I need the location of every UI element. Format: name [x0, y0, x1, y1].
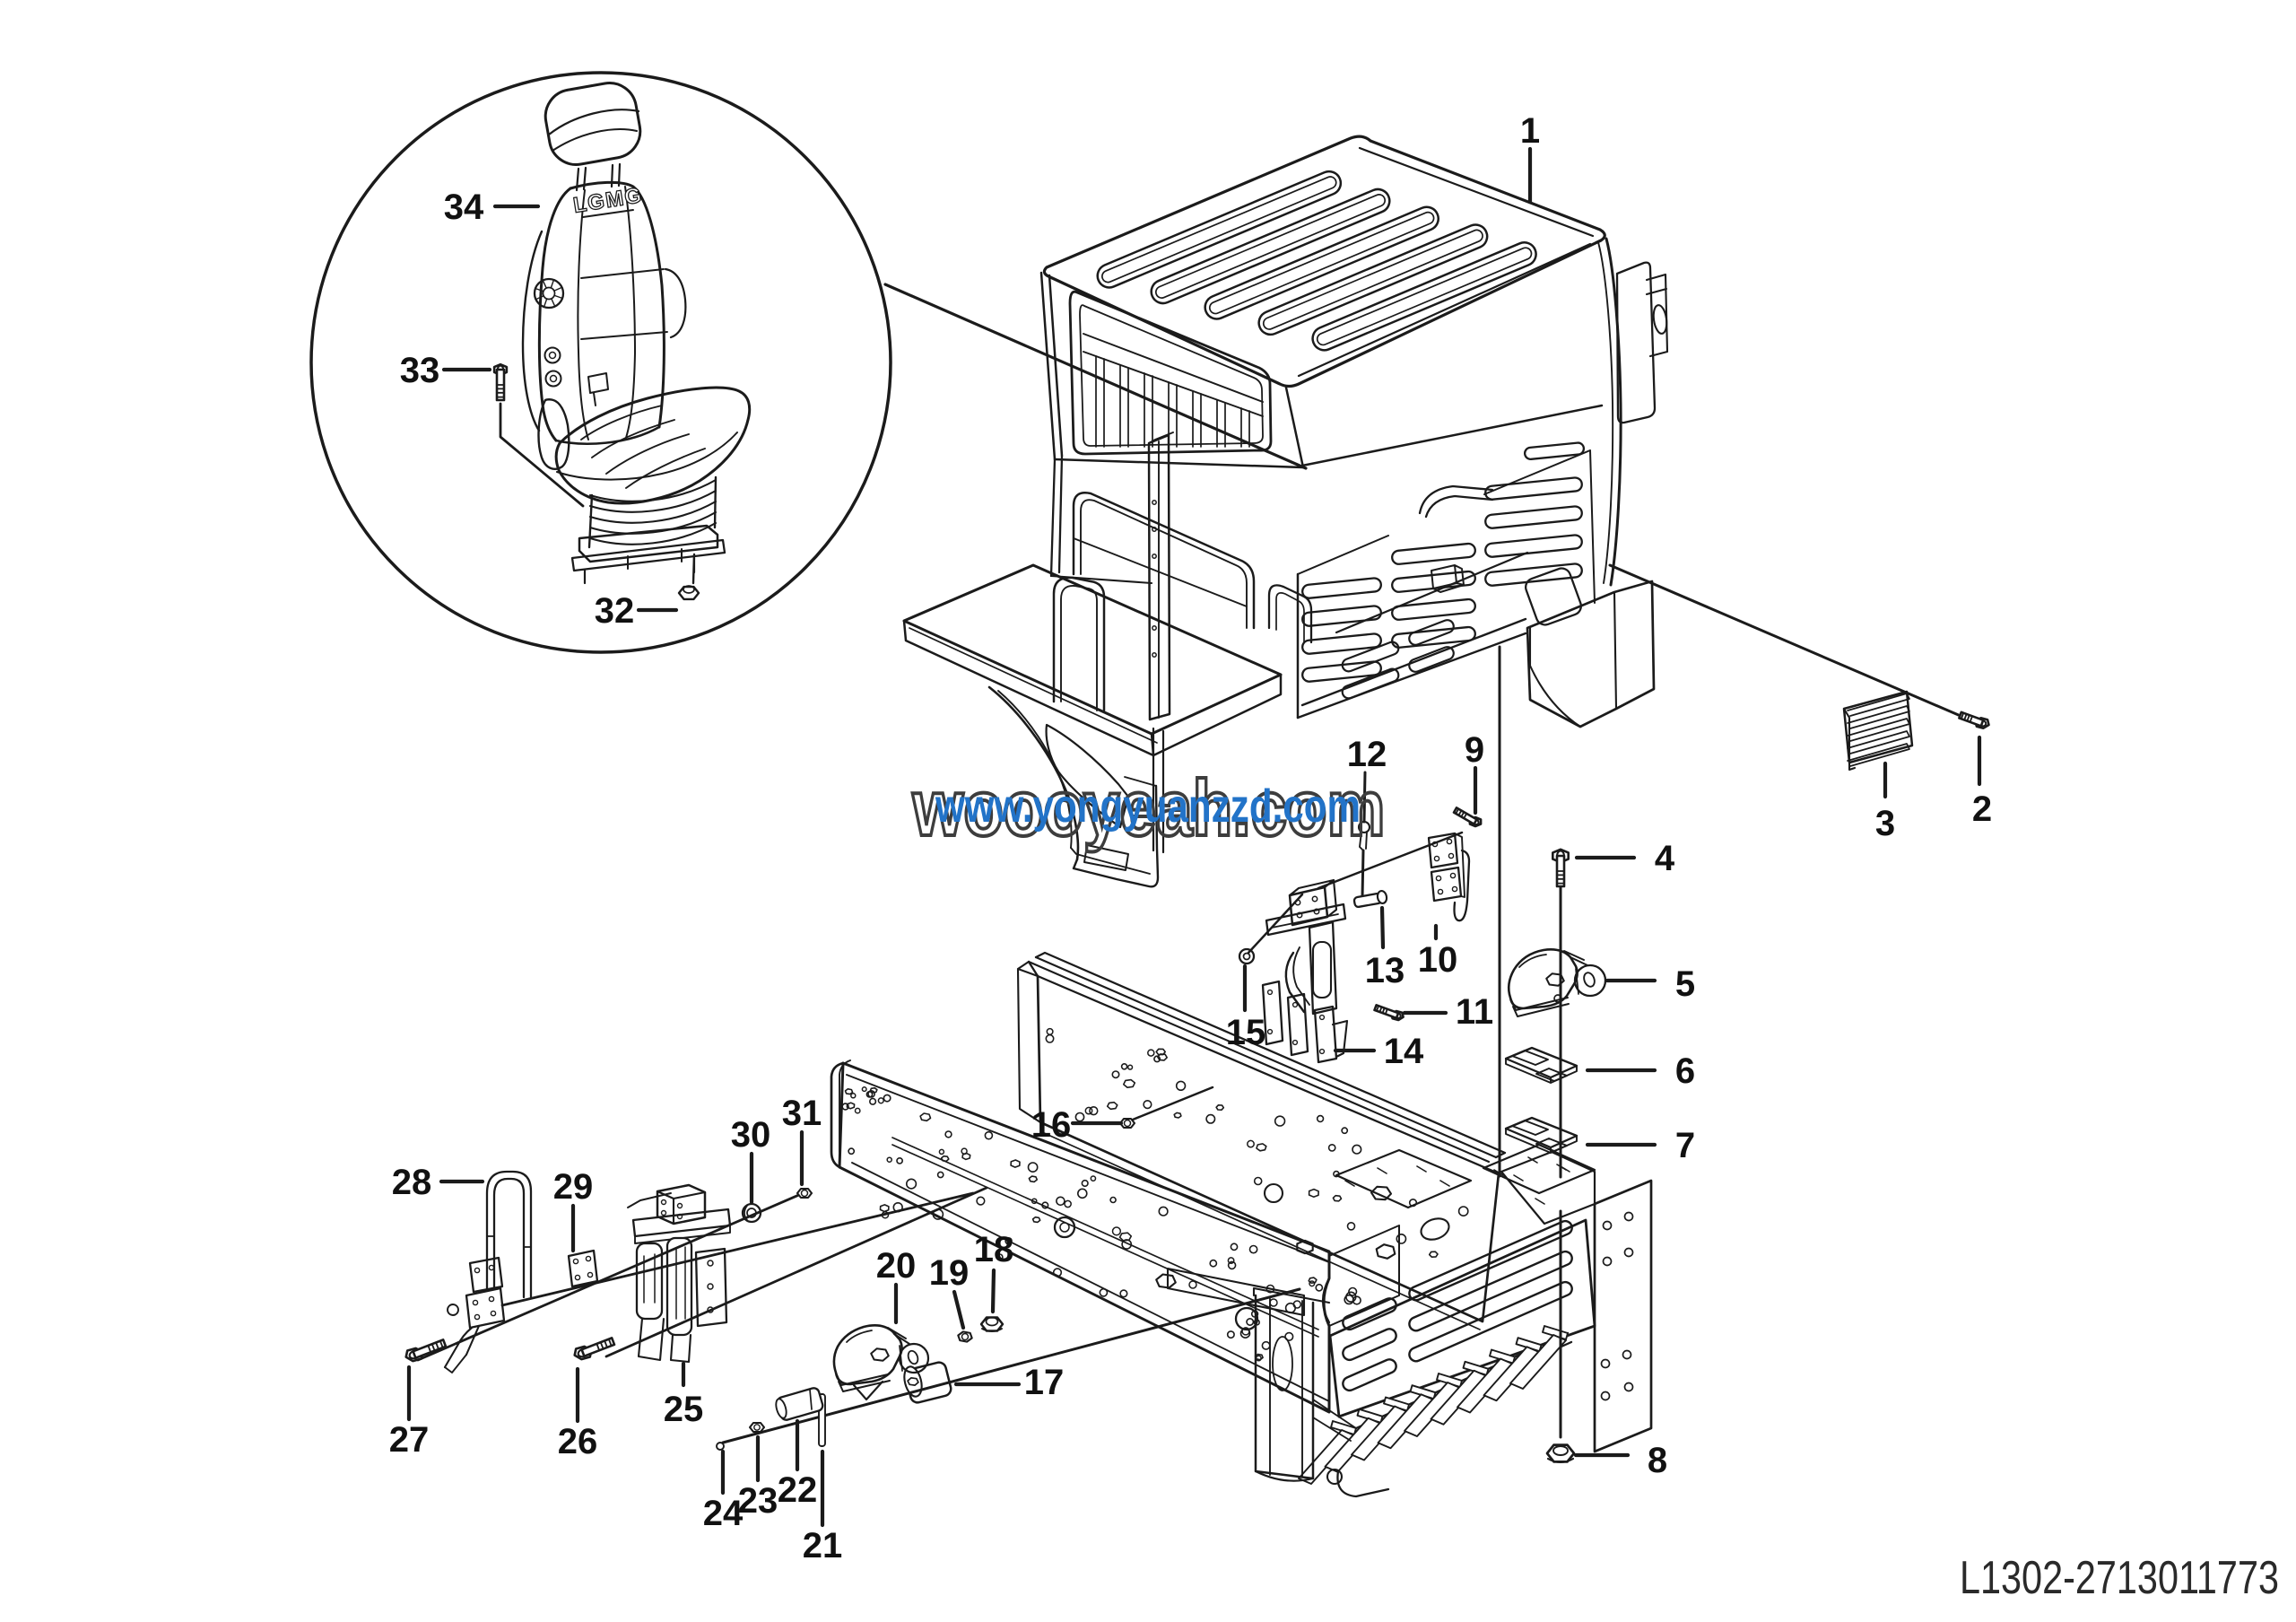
svg-text:22: 22 — [778, 1470, 818, 1510]
svg-text:31: 31 — [782, 1094, 822, 1133]
svg-text:www.yongyuanzzd.com: www.yongyuanzzd.com — [935, 780, 1361, 833]
svg-text:10: 10 — [1418, 940, 1458, 980]
svg-text:14: 14 — [1384, 1032, 1424, 1071]
svg-text:28: 28 — [392, 1163, 432, 1202]
svg-text:12: 12 — [1347, 735, 1387, 774]
svg-text:8: 8 — [1648, 1441, 1667, 1480]
svg-text:34: 34 — [444, 187, 484, 227]
svg-text:30: 30 — [731, 1115, 771, 1155]
svg-text:11: 11 — [1456, 992, 1493, 1032]
svg-text:32: 32 — [595, 591, 635, 631]
svg-text:16: 16 — [1031, 1105, 1072, 1145]
svg-text:24: 24 — [703, 1494, 744, 1533]
svg-text:33: 33 — [400, 351, 440, 390]
svg-text:23: 23 — [738, 1481, 778, 1521]
svg-text:17: 17 — [1024, 1363, 1065, 1402]
svg-text:26: 26 — [558, 1422, 598, 1461]
svg-text:9: 9 — [1465, 730, 1484, 770]
svg-text:7: 7 — [1675, 1126, 1695, 1165]
svg-text:4: 4 — [1655, 839, 1675, 878]
svg-text:5: 5 — [1675, 964, 1695, 1004]
svg-text:27: 27 — [389, 1420, 430, 1460]
svg-text:3: 3 — [1875, 804, 1895, 843]
svg-text:woooyeah.com: woooyeah.com — [912, 763, 1386, 852]
svg-text:18: 18 — [974, 1230, 1014, 1269]
svg-text:6: 6 — [1675, 1051, 1695, 1091]
svg-text:25: 25 — [664, 1390, 704, 1429]
svg-text:21: 21 — [803, 1526, 843, 1565]
svg-text:13: 13 — [1365, 951, 1405, 990]
svg-text:L1302-2713011773: L1302-2713011773 — [1960, 1552, 2279, 1604]
svg-text:20: 20 — [876, 1246, 917, 1286]
svg-text:19: 19 — [929, 1253, 970, 1293]
svg-text:1: 1 — [1520, 111, 1540, 151]
svg-text:29: 29 — [553, 1167, 594, 1207]
svg-text:15: 15 — [1226, 1013, 1266, 1052]
svg-text:2: 2 — [1972, 789, 1992, 829]
